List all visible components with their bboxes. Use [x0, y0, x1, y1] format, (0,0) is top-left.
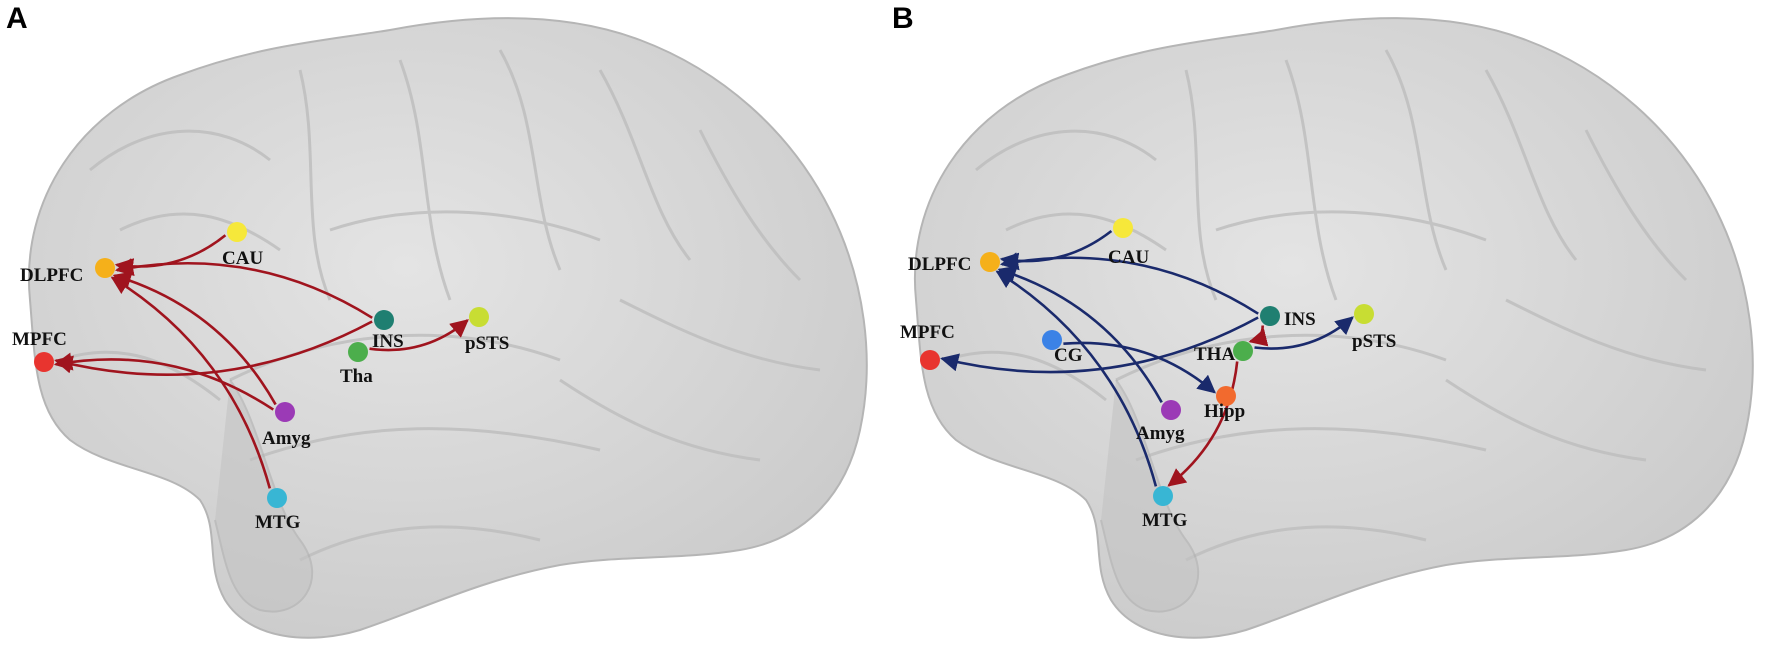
node-ins: INS: [372, 310, 404, 352]
node-psts-label: pSTS: [465, 333, 509, 354]
edge-group: [53, 234, 469, 489]
edge-amyg-to-dlpfc: [112, 271, 277, 406]
node-dlpfc: DLPFC: [20, 258, 115, 286]
node-cau: CAU: [222, 222, 263, 269]
node-cau: CAU: [1108, 218, 1149, 268]
node-hipp: Hipp: [1204, 386, 1245, 422]
node-psts-dot: [469, 307, 489, 327]
node-tha-label: THA: [1194, 344, 1235, 365]
node-tha-dot: [348, 342, 368, 362]
node-cau-dot: [1113, 218, 1133, 238]
node-psts: pSTS: [1352, 304, 1396, 352]
node-amyg-label: Amyg: [262, 428, 311, 449]
node-group: DLPFC CAU MPFC INS THA pSTS: [900, 218, 1396, 531]
panel-letter: B: [892, 2, 914, 35]
node-ins: INS: [1260, 306, 1316, 330]
brain-surface: [27, 17, 868, 639]
edge-ins-to-mpfc: [54, 320, 373, 376]
node-psts-label: pSTS: [1352, 331, 1396, 352]
node-tha-label: Tha: [340, 366, 373, 387]
brain-surface: [913, 17, 1754, 639]
node-amyg: Amyg: [1136, 400, 1185, 444]
node-ins-label: INS: [372, 331, 404, 352]
panel-letter: A: [6, 2, 28, 35]
edge-mtg-to-dlpfc: [110, 276, 272, 489]
edge-group: [940, 229, 1354, 487]
node-mpfc-dot: [34, 352, 54, 372]
node-mtg: MTG: [255, 488, 301, 533]
panel-a: A: [6, 2, 868, 639]
node-ins-dot: [374, 310, 394, 330]
edge-ins-to-dlpfc: [115, 258, 373, 319]
node-cg: CG: [1042, 330, 1083, 366]
node-hipp-dot: [1216, 386, 1236, 406]
edge-ins-to-mpfc: [940, 316, 1259, 374]
node-mtg-dot: [1153, 486, 1173, 506]
node-ins-dot: [1260, 306, 1280, 326]
node-amyg-dot: [275, 402, 295, 422]
edge-tha-to-psts: [369, 319, 469, 352]
edge-ins-to-dlpfc: [1000, 252, 1259, 315]
node-psts: pSTS: [465, 307, 509, 354]
node-mpfc-label: MPFC: [12, 329, 67, 350]
edge-amyg-to-dlpfc: [997, 265, 1163, 404]
edge-mtg-to-dlpfc: [995, 270, 1158, 487]
node-dlpfc-dot: [980, 252, 1000, 272]
edge-tha-to-mtg: [1167, 361, 1239, 487]
node-psts-dot: [1354, 304, 1374, 324]
edge-amyg-to-mpfc: [53, 352, 275, 411]
node-amyg-dot: [1161, 400, 1181, 420]
node-dlpfc-dot: [95, 258, 115, 278]
node-mtg-dot: [267, 488, 287, 508]
node-cau-dot: [227, 222, 247, 242]
node-dlpfc: DLPFC: [908, 252, 1000, 275]
brain-network-diagram-b: DLPFC CAU MPFC INS THA pSTS: [900, 17, 1754, 639]
node-mtg-label: MTG: [255, 512, 301, 533]
node-hipp-label: Hipp: [1204, 401, 1245, 422]
node-mtg-label: MTG: [1142, 510, 1188, 531]
edge-ins-to-tha: [1248, 325, 1269, 347]
node-dlpfc-label: DLPFC: [20, 265, 83, 286]
node-amyg: Amyg: [262, 402, 311, 449]
node-cg-label: CG: [1054, 345, 1083, 366]
node-mpfc-dot: [920, 350, 940, 370]
node-mpfc: MPFC: [900, 322, 955, 370]
node-tha: THA: [1194, 341, 1253, 365]
node-tha-dot: [1233, 341, 1253, 361]
brain-network-diagram-a: DLPFC CAU MPFC INS Tha pSTS: [12, 17, 868, 639]
node-ins-label: INS: [1284, 309, 1316, 330]
node-cau-label: CAU: [1108, 247, 1149, 268]
node-amyg-label: Amyg: [1136, 423, 1185, 444]
edge-tha-to-psts: [1254, 316, 1354, 350]
node-tha: Tha: [340, 342, 373, 387]
node-mtg: MTG: [1142, 486, 1188, 531]
node-mpfc: MPFC: [12, 329, 67, 372]
node-cg-dot: [1042, 330, 1062, 350]
node-group: DLPFC CAU MPFC INS Tha pSTS: [12, 222, 509, 533]
node-cau-label: CAU: [222, 248, 263, 269]
node-dlpfc-label: DLPFC: [908, 254, 971, 275]
panel-b: B: [886, 0, 1772, 648]
node-mpfc-label: MPFC: [900, 322, 955, 343]
